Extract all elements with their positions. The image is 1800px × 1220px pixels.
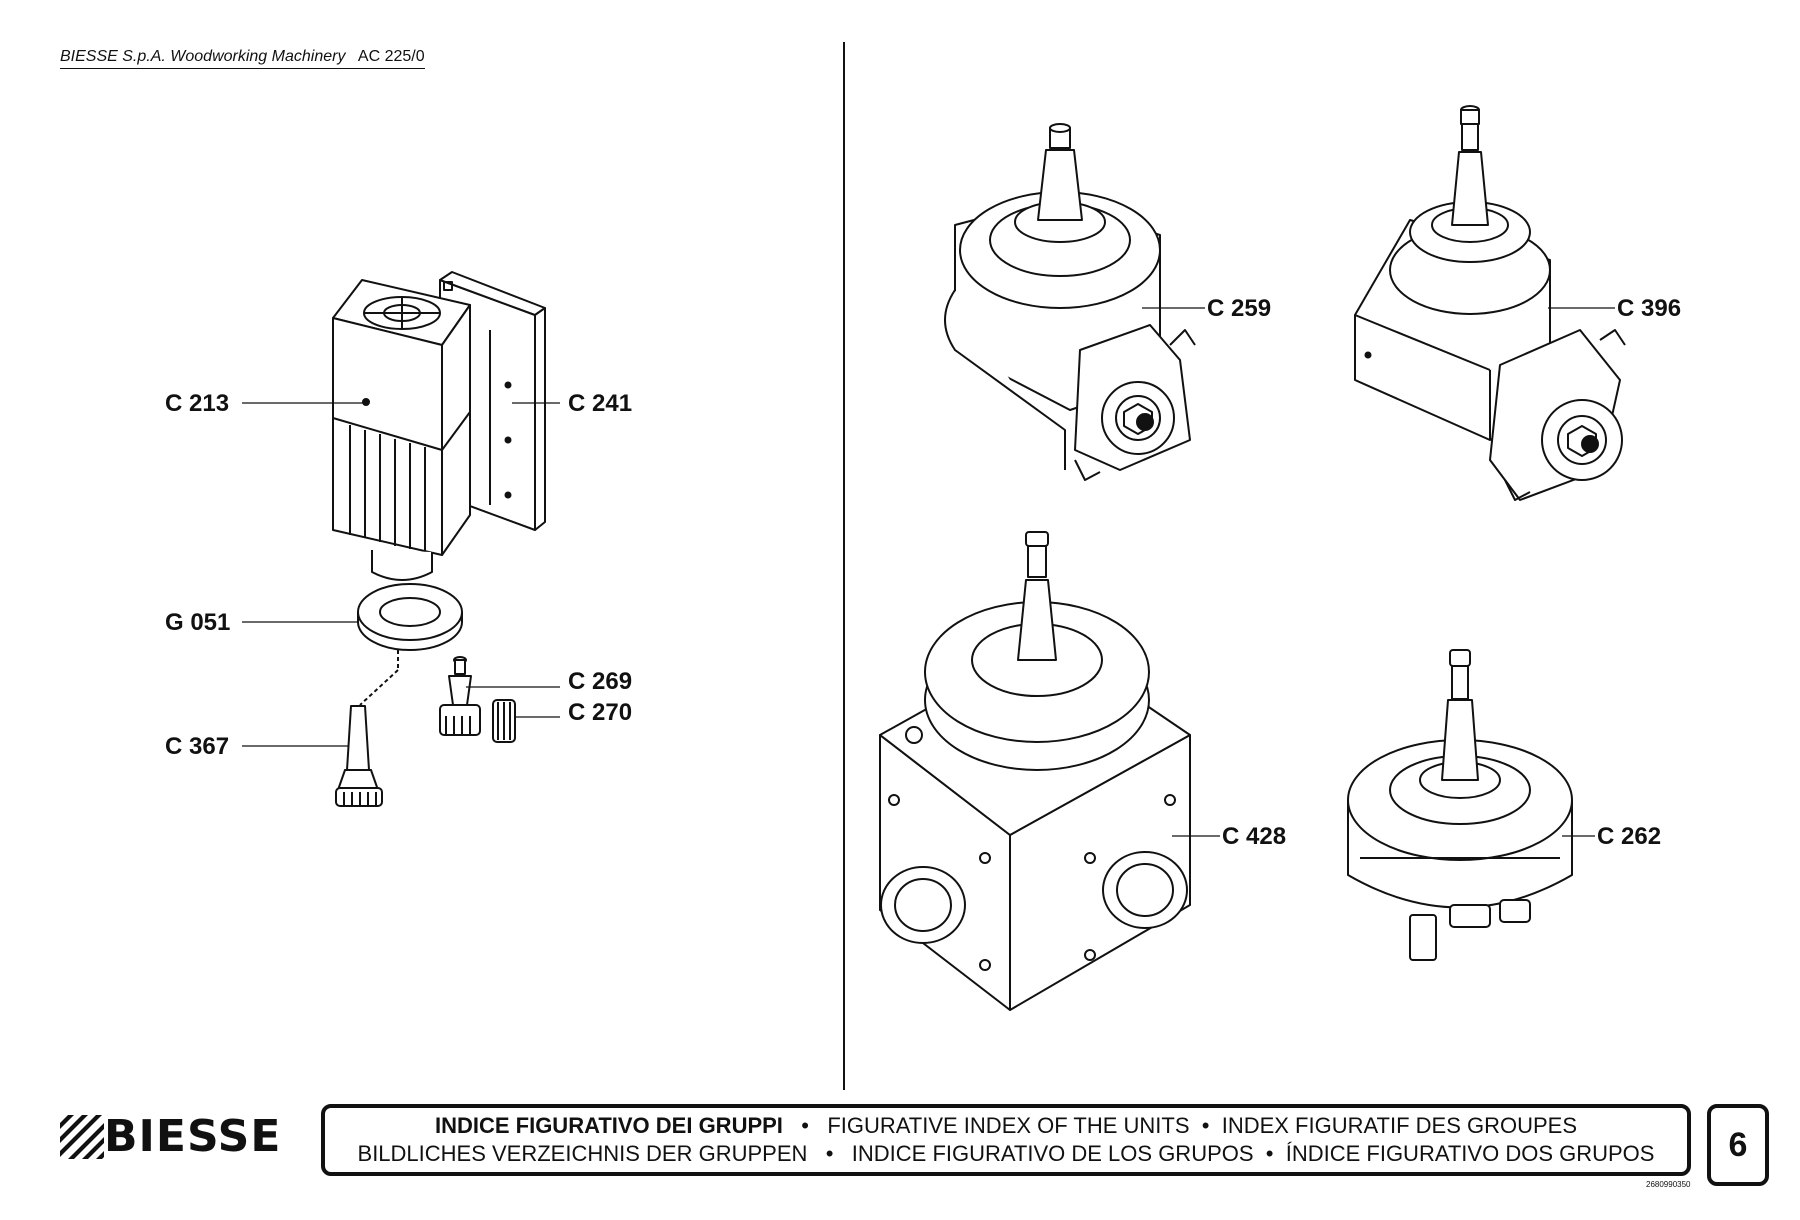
title-fr: INDEX FIGURATIF DES GROUPES [1221,1113,1578,1138]
ring-drawing [357,583,463,651]
label-c367: C 367 [165,733,229,760]
title-de: BILDLICHES VERZEICHNIS DER GRUPPEN [357,1141,808,1166]
tool-holder-c269-drawing [439,656,481,736]
leader-lines-left [242,402,560,747]
unit-c428-drawing [879,531,1191,1011]
title-line-2: BILDLICHES VERZEICHNIS DER GRUPPEN • IND… [358,1140,1655,1168]
title-pt: ÍNDICE FIGURATIVO DOS GRUPOS [1285,1141,1655,1166]
vertical-divider [843,42,845,1090]
title-line-1: INDICE FIGURATIVO DEI GRUPPI • FIGURATIV… [435,1112,1577,1140]
label-g051: G 051 [165,609,230,636]
label-c262: C 262 [1597,823,1661,850]
unit-c396-drawing [1354,105,1626,501]
unit-c262-drawing [1347,649,1573,961]
separator: • [1201,1113,1210,1138]
unit-c259-drawing [944,123,1196,481]
logo-stripes-icon [60,1115,104,1159]
part-labels: C 213 C 241 G 051 C 269 C 270 C 367 C 25… [165,295,1681,850]
label-c428: C 428 [1222,823,1286,850]
title-en: FIGURATIVE INDEX OF THE UNITS [827,1113,1190,1138]
collet-c270-drawing [492,699,516,743]
separator: • [1265,1141,1274,1166]
label-c269: C 269 [568,668,632,695]
index-title-box: INDICE FIGURATIVO DEI GRUPPI • FIGURATIV… [321,1104,1691,1176]
motor-spindle-unit [332,271,546,807]
label-c396: C 396 [1617,295,1681,322]
label-c241: C 241 [568,390,632,417]
document-code: AC 225/0 [357,48,425,65]
page-number: 6 [1707,1104,1769,1186]
label-c213: C 213 [165,390,229,417]
document-header: BIESSE S.p.A. Woodworking Machinery AC 2… [60,48,425,69]
motor-body-drawing [332,279,471,581]
company-name: BIESSE S.p.A. Woodworking Machinery [60,48,346,65]
label-c270: C 270 [568,699,632,726]
separator: • [801,1113,809,1138]
separator: • [825,1141,834,1166]
title-es: INDICE FIGURATIVO DE LOS GRUPOS [851,1141,1254,1166]
tool-holder-c367-drawing [335,705,383,807]
logo-wordmark: BIESSE [104,1111,282,1162]
biesse-logo: BIESSE [60,1115,281,1159]
document-number: 2680990350 [1646,1180,1691,1189]
label-c259: C 259 [1207,295,1271,322]
title-it: INDICE FIGURATIVO DEI GRUPPI [434,1113,783,1138]
leader-lines-right [1142,307,1615,837]
